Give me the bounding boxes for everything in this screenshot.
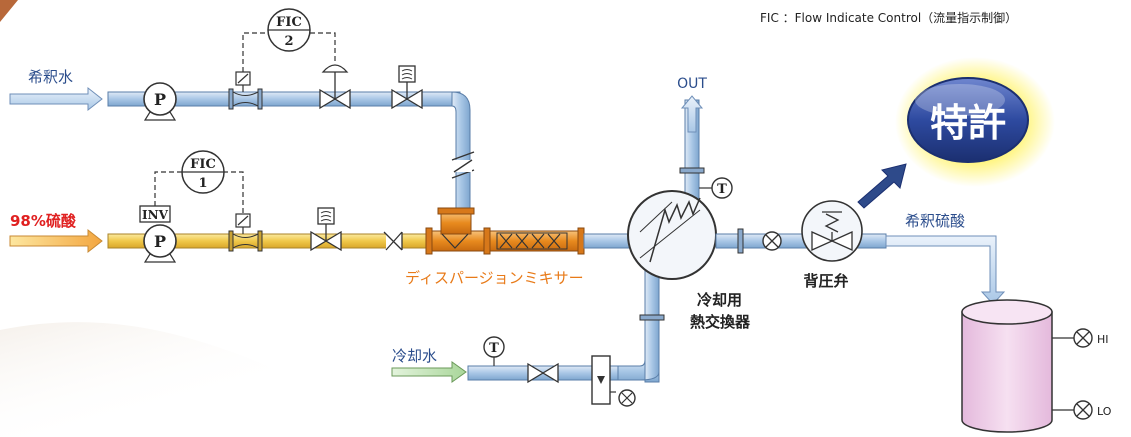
high-level-label: HI <box>1097 333 1109 346</box>
mixer-to-exchanger-pipe <box>583 233 635 249</box>
lower-check-valve <box>383 231 403 251</box>
cooling-indicator-lamp <box>618 389 636 407</box>
heat-exchanger <box>627 99 717 383</box>
dilution-water-label: 希釈水 <box>28 68 73 86</box>
lower-temp-label: T <box>489 341 499 356</box>
fic-2-number: 2 <box>284 34 293 49</box>
lower-flow-meter <box>228 213 263 252</box>
back-pressure-label: 背圧弁 <box>803 272 848 290</box>
fic-legend-note: FIC ：Flow Indicate Control（流量指示制御） <box>760 10 1017 25</box>
upper-control-valve <box>319 64 351 110</box>
upper-solenoid-valve <box>391 65 423 110</box>
patent-text: 特許 <box>930 101 1006 145</box>
acid-label: 98%硫酸 <box>10 212 77 230</box>
corner-decoration <box>0 0 18 22</box>
outlet-flange <box>737 228 744 254</box>
upper-pump-label: P <box>154 90 166 109</box>
outlet-indicator-lamp <box>762 231 782 251</box>
dilution-water-inlet-arrow <box>9 86 103 112</box>
upper-temp-sensor <box>711 177 733 199</box>
heat-exchanger-label-2: 熱交換器 <box>690 313 751 331</box>
fic-2-loop <box>242 8 336 72</box>
upper-temp-label: T <box>717 182 727 197</box>
low-level-alarm <box>1073 400 1093 420</box>
fic-2-label: FIC <box>276 15 302 30</box>
lower-solenoid-valve <box>310 207 342 252</box>
diluted-acid-arrow <box>885 235 1006 305</box>
inverter-label: INV <box>142 208 169 222</box>
diluted-acid-label: 希釈硫酸 <box>905 212 965 230</box>
fic-1-label: FIC <box>190 157 216 172</box>
patent-pointer-arrow <box>857 163 907 209</box>
dispersion-mixer <box>425 207 585 255</box>
out-label: OUT <box>677 76 707 92</box>
out-arrow <box>680 95 704 133</box>
mixer-label: ディスパージョンミキサー <box>405 269 584 287</box>
upper-pipe-elbow <box>451 91 471 211</box>
low-level-label: LO <box>1097 405 1112 418</box>
cooling-water-valve <box>527 362 559 384</box>
lower-pump-label: P <box>154 232 166 251</box>
upper-check-slash <box>453 159 473 173</box>
lower-pump <box>139 205 177 263</box>
fic-1-number: 1 <box>198 176 207 191</box>
acid-inlet-arrow <box>9 228 103 254</box>
heat-exchanger-label-1: 冷却用 <box>697 291 742 309</box>
upper-pump <box>143 82 177 121</box>
cooling-pipe-elbow <box>617 359 660 383</box>
back-pressure-valve <box>801 200 863 262</box>
cooling-flow-indicator <box>591 355 616 405</box>
storage-tank <box>961 299 1074 433</box>
cooling-water-arrow <box>391 361 467 383</box>
high-level-alarm <box>1073 328 1093 348</box>
cooling-water-label: 冷却水 <box>392 347 437 365</box>
lower-temp-sensor <box>483 336 505 358</box>
background-swoosh <box>0 322 420 437</box>
upper-flow-meter <box>228 71 263 110</box>
patent-badge <box>907 77 1029 163</box>
fic-1-loop <box>154 150 244 214</box>
